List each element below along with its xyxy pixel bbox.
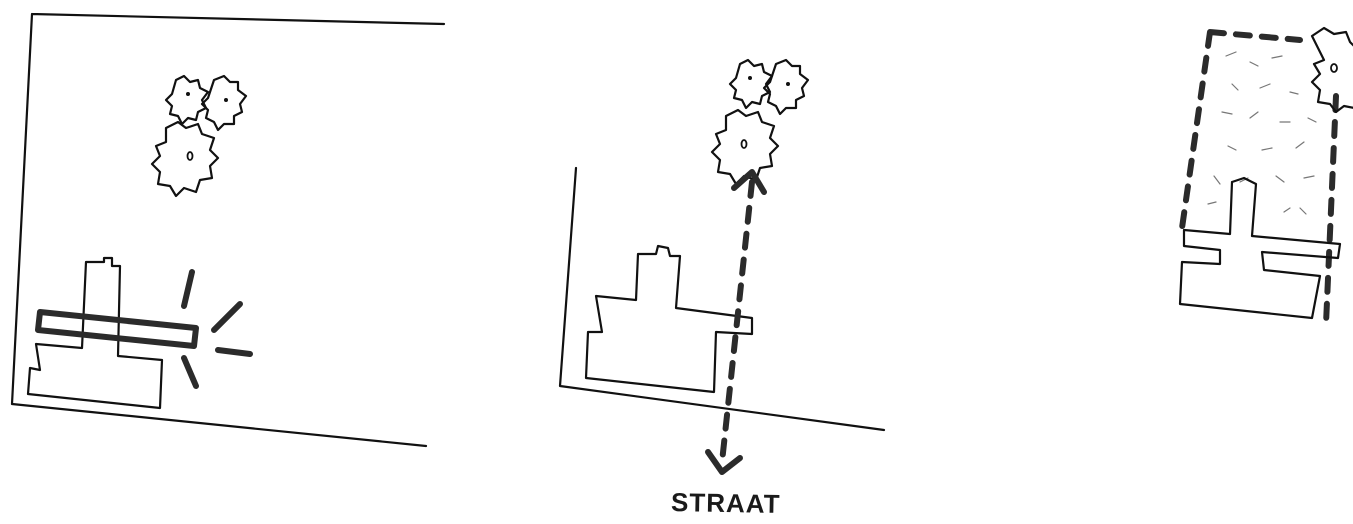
sketch-3-enclosed-garden — [1180, 28, 1353, 324]
tree-icon — [730, 60, 772, 108]
tree-icon — [1312, 28, 1353, 112]
main-axis-bar — [38, 312, 196, 346]
sketch-2-street-axis — [560, 60, 884, 472]
sketch-2-site-boundary — [560, 168, 884, 430]
hatching — [1208, 52, 1316, 214]
dashed-axis-line — [722, 182, 752, 462]
sketch-2-tree-cluster — [712, 60, 808, 184]
sketch-2-street-axis-arrow — [708, 172, 764, 472]
street-label: STRAAT — [671, 487, 781, 520]
tree-icon — [764, 60, 808, 114]
sketch-1-building — [28, 258, 250, 408]
sketch-2-building — [586, 246, 752, 392]
building-outline — [586, 246, 752, 392]
sketch-1-tree-cluster — [152, 76, 246, 196]
dashed-plot-boundary — [1182, 32, 1336, 324]
building-outline — [1180, 178, 1340, 318]
sketch-1-building-axis — [12, 14, 444, 446]
tree-icon — [202, 76, 246, 130]
tree-icon — [152, 122, 218, 196]
tree-icon — [166, 76, 208, 124]
sketch-3-garden-hatching — [1208, 52, 1316, 214]
sketch-3-building — [1180, 178, 1340, 318]
sketch-3-tree — [1312, 28, 1353, 112]
